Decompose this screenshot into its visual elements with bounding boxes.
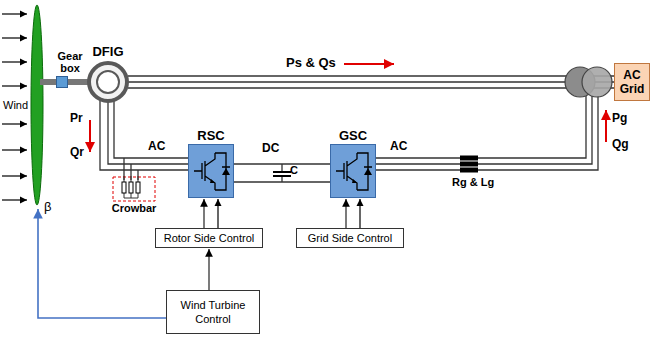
- generator-text: DFIG: [86, 44, 130, 60]
- filter-inductor: [460, 156, 478, 173]
- pitch-angle-label: β: [44, 200, 51, 215]
- converter-box: GSC: [330, 128, 376, 198]
- control-arrow: [208, 249, 209, 290]
- edge-label: DC: [262, 142, 279, 156]
- grid-side-lines: [376, 96, 598, 170]
- igbt-converter-symbol: [188, 144, 234, 198]
- power-line: [128, 81, 614, 82]
- generator: DFIG: [86, 44, 130, 104]
- control-arrow: [203, 199, 204, 228]
- rotor-lines: [100, 100, 188, 180]
- generator-symbol: [86, 60, 130, 104]
- gearbox-symbol: [56, 76, 68, 88]
- control-box-text: Rotor Side Control: [160, 231, 258, 245]
- power-label: Pr: [70, 112, 83, 126]
- control-box-text: Wind Turbine Control: [171, 298, 255, 326]
- power-label: Qr: [70, 146, 84, 160]
- power-label: Qg: [612, 138, 629, 152]
- power-arrow: [605, 110, 607, 142]
- wind-label: Wind: [3, 99, 28, 112]
- power-line: [68, 79, 88, 85]
- crowbar: Crowbar: [110, 176, 158, 215]
- control-arrow: [345, 199, 346, 228]
- stator-lines: [128, 76, 614, 88]
- crowbar-text: Crowbar: [110, 202, 158, 215]
- turbine-blade: [31, 5, 43, 205]
- igbt-converter-symbol: [330, 144, 376, 198]
- capacitor-symbol: [273, 171, 291, 177]
- converter-box-text: RSC: [188, 128, 234, 144]
- power-line: [108, 102, 188, 164]
- power-arrow: [344, 63, 394, 65]
- power-label: Ps & Qs: [286, 56, 336, 71]
- edge-label: AC: [148, 140, 165, 154]
- crowbar-symbol: [112, 176, 156, 202]
- dc-link: [234, 164, 330, 182]
- converter-box: RSC: [188, 128, 234, 198]
- pitch-control-line: [38, 209, 166, 318]
- transformer-symbol: [565, 67, 612, 97]
- control-box: Rotor Side Control: [155, 228, 263, 248]
- ac-label: AC: [390, 140, 407, 154]
- converter-box-text: GSC: [330, 128, 376, 144]
- gearbox-text: Gear box: [52, 50, 88, 74]
- control-box: Wind Turbine Control: [166, 290, 260, 334]
- grid-box-text: AC Grid: [616, 68, 648, 96]
- shaft: [40, 79, 56, 85]
- capacitor-label: C: [290, 164, 298, 177]
- control-box: Grid Side Control: [296, 228, 404, 248]
- grid-box: AC Grid: [614, 63, 650, 101]
- power-label: Pg: [612, 112, 627, 126]
- control-box-text: Grid Side Control: [301, 231, 399, 245]
- control-arrows: [218, 199, 360, 228]
- filter-label: Rg & Lg: [452, 176, 494, 189]
- power-arrow: [89, 120, 91, 152]
- gearbox: Gear box: [52, 50, 88, 88]
- power-line: [234, 163, 330, 164]
